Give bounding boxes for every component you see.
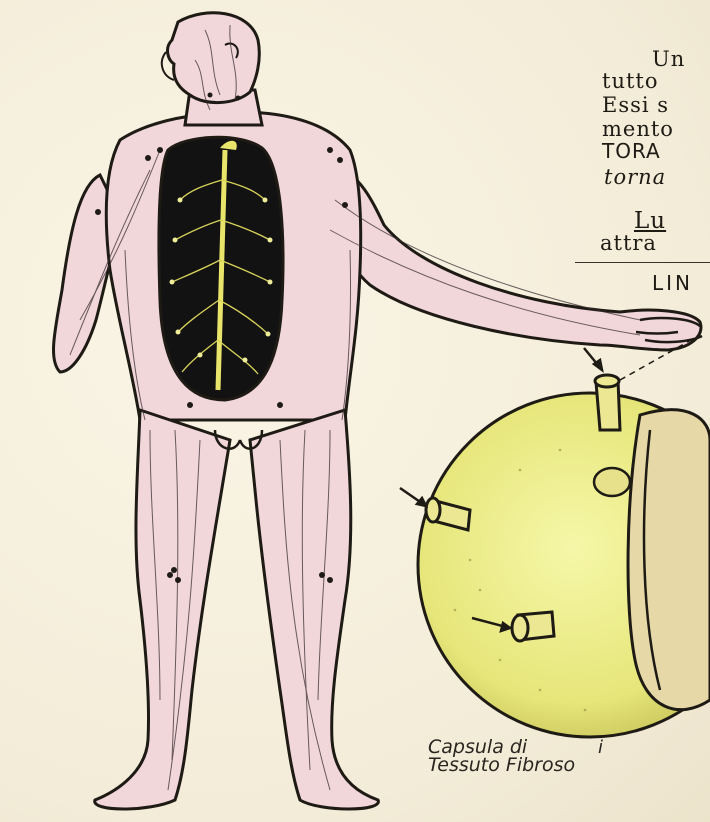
body-text-line-3: Essi s (602, 94, 669, 116)
body-text-line-1: Un (652, 48, 685, 70)
lymph-node-detail (400, 335, 710, 737)
caption-line-2: Tessuto Fibroso (428, 755, 575, 775)
section-title: LIN (652, 272, 693, 294)
section-heading: Lu (634, 210, 666, 232)
divider (575, 262, 710, 263)
lymph-node-cross-section (628, 410, 710, 710)
figure-left-leg (95, 410, 230, 809)
body-text-line-4: mento (602, 118, 674, 140)
body-text-line-8: attra (600, 232, 657, 254)
body-text-line-5: TORA (602, 140, 661, 162)
body-text-line-6: torna (604, 166, 666, 188)
figure-head (168, 13, 260, 103)
caption-mark: i (598, 737, 603, 758)
figure-right-arm (335, 165, 701, 350)
figure-right-leg (250, 410, 378, 809)
body-text-line-2: tutto (602, 70, 659, 92)
